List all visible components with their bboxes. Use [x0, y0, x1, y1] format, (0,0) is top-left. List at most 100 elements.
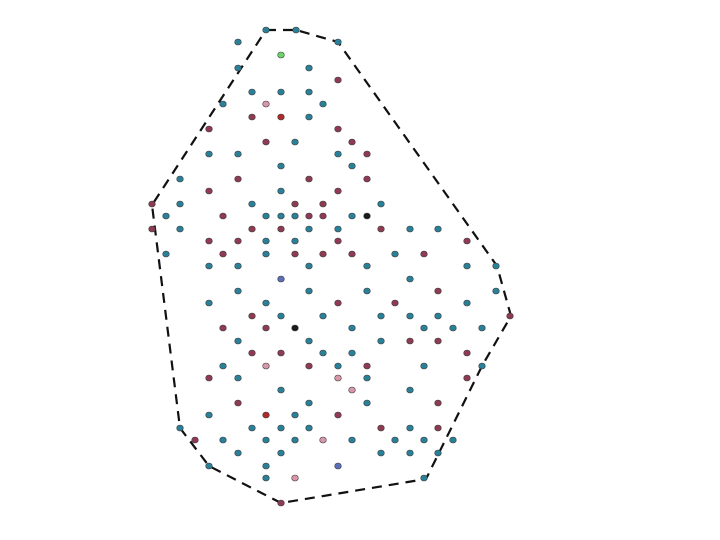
data-point-red [262, 411, 270, 419]
data-point-maroon [319, 250, 327, 258]
data-point-pink [334, 374, 342, 382]
data-point-maroon [463, 349, 471, 357]
data-point-teal [391, 250, 399, 258]
data-point-teal [176, 225, 184, 233]
data-point-teal [434, 312, 442, 320]
data-point-teal [262, 474, 270, 482]
data-point-teal [248, 88, 256, 96]
data-point-teal [277, 212, 285, 220]
data-point-teal [305, 113, 313, 121]
data-point-maroon [248, 113, 256, 121]
data-point-dark [363, 212, 371, 220]
data-point-teal [406, 386, 414, 394]
data-point-maroon [506, 312, 514, 320]
data-point-teal [248, 200, 256, 208]
data-point-maroon [305, 362, 313, 370]
data-point-teal [334, 225, 342, 233]
data-point-maroon [248, 312, 256, 320]
data-point-teal [406, 449, 414, 457]
data-point-teal [377, 337, 385, 345]
data-point-maroon [334, 76, 342, 84]
data-point-teal [234, 449, 242, 457]
data-point-maroon [305, 175, 313, 183]
data-point-teal [449, 436, 457, 444]
data-point-teal [234, 150, 242, 158]
data-point-maroon [277, 225, 285, 233]
data-point-teal [434, 449, 442, 457]
data-point-teal [292, 26, 300, 34]
data-point-teal [277, 162, 285, 170]
data-point-pink [348, 386, 356, 394]
data-point-teal [391, 436, 399, 444]
data-point-red [277, 113, 285, 121]
data-point-maroon [391, 299, 399, 307]
data-point-teal [348, 436, 356, 444]
data-point-teal [176, 200, 184, 208]
data-point-teal [262, 237, 270, 245]
data-point-teal [262, 462, 270, 470]
data-point-maroon [291, 200, 299, 208]
data-point-maroon [406, 337, 414, 345]
data-point-teal [291, 411, 299, 419]
data-point-teal [176, 424, 184, 432]
data-point-teal [377, 312, 385, 320]
data-point-maroon [334, 237, 342, 245]
data-point-teal [363, 262, 371, 270]
data-point-teal [305, 399, 313, 407]
data-point-maroon [277, 499, 285, 507]
data-point-maroon [219, 212, 227, 220]
data-point-teal [291, 138, 299, 146]
data-point-maroon [334, 411, 342, 419]
data-point-green [277, 51, 285, 59]
data-point-teal [234, 38, 242, 46]
data-point-teal [420, 362, 428, 370]
data-point-maroon [319, 212, 327, 220]
data-point-teal [319, 349, 327, 357]
data-point-maroon [205, 374, 213, 382]
data-point-teal [291, 212, 299, 220]
data-point-maroon [463, 374, 471, 382]
data-point-teal [262, 436, 270, 444]
data-point-teal [277, 424, 285, 432]
data-point-maroon [291, 250, 299, 258]
data-point-teal [363, 374, 371, 382]
data-point-teal [262, 299, 270, 307]
data-point-teal [205, 150, 213, 158]
data-point-teal [277, 88, 285, 96]
data-point-teal [219, 436, 227, 444]
data-point-teal [176, 175, 184, 183]
data-point-maroon [334, 125, 342, 133]
data-point-maroon [248, 225, 256, 233]
data-point-maroon [363, 150, 371, 158]
data-point-maroon [248, 349, 256, 357]
data-point-teal [363, 287, 371, 295]
data-point-teal [305, 337, 313, 345]
data-point-teal [406, 225, 414, 233]
data-point-maroon [262, 324, 270, 332]
data-point-teal [348, 162, 356, 170]
data-point-maroon [363, 362, 371, 370]
data-point-maroon [463, 237, 471, 245]
data-point-teal [319, 312, 327, 320]
data-point-pink [262, 362, 270, 370]
data-point-teal [363, 399, 371, 407]
data-point-teal [291, 436, 299, 444]
data-point-teal [463, 262, 471, 270]
data-point-maroon [277, 349, 285, 357]
data-point-maroon [377, 424, 385, 432]
data-point-teal [234, 262, 242, 270]
data-point-teal [234, 337, 242, 345]
data-point-maroon [434, 424, 442, 432]
data-point-teal [334, 38, 342, 46]
data-point-maroon [205, 125, 213, 133]
data-point-teal [449, 324, 457, 332]
data-point-maroon [148, 225, 156, 233]
data-point-teal [377, 449, 385, 457]
data-point-maroon [334, 299, 342, 307]
data-point-maroon [234, 399, 242, 407]
data-point-teal [291, 237, 299, 245]
data-point-pink [319, 436, 327, 444]
data-point-teal [262, 212, 270, 220]
